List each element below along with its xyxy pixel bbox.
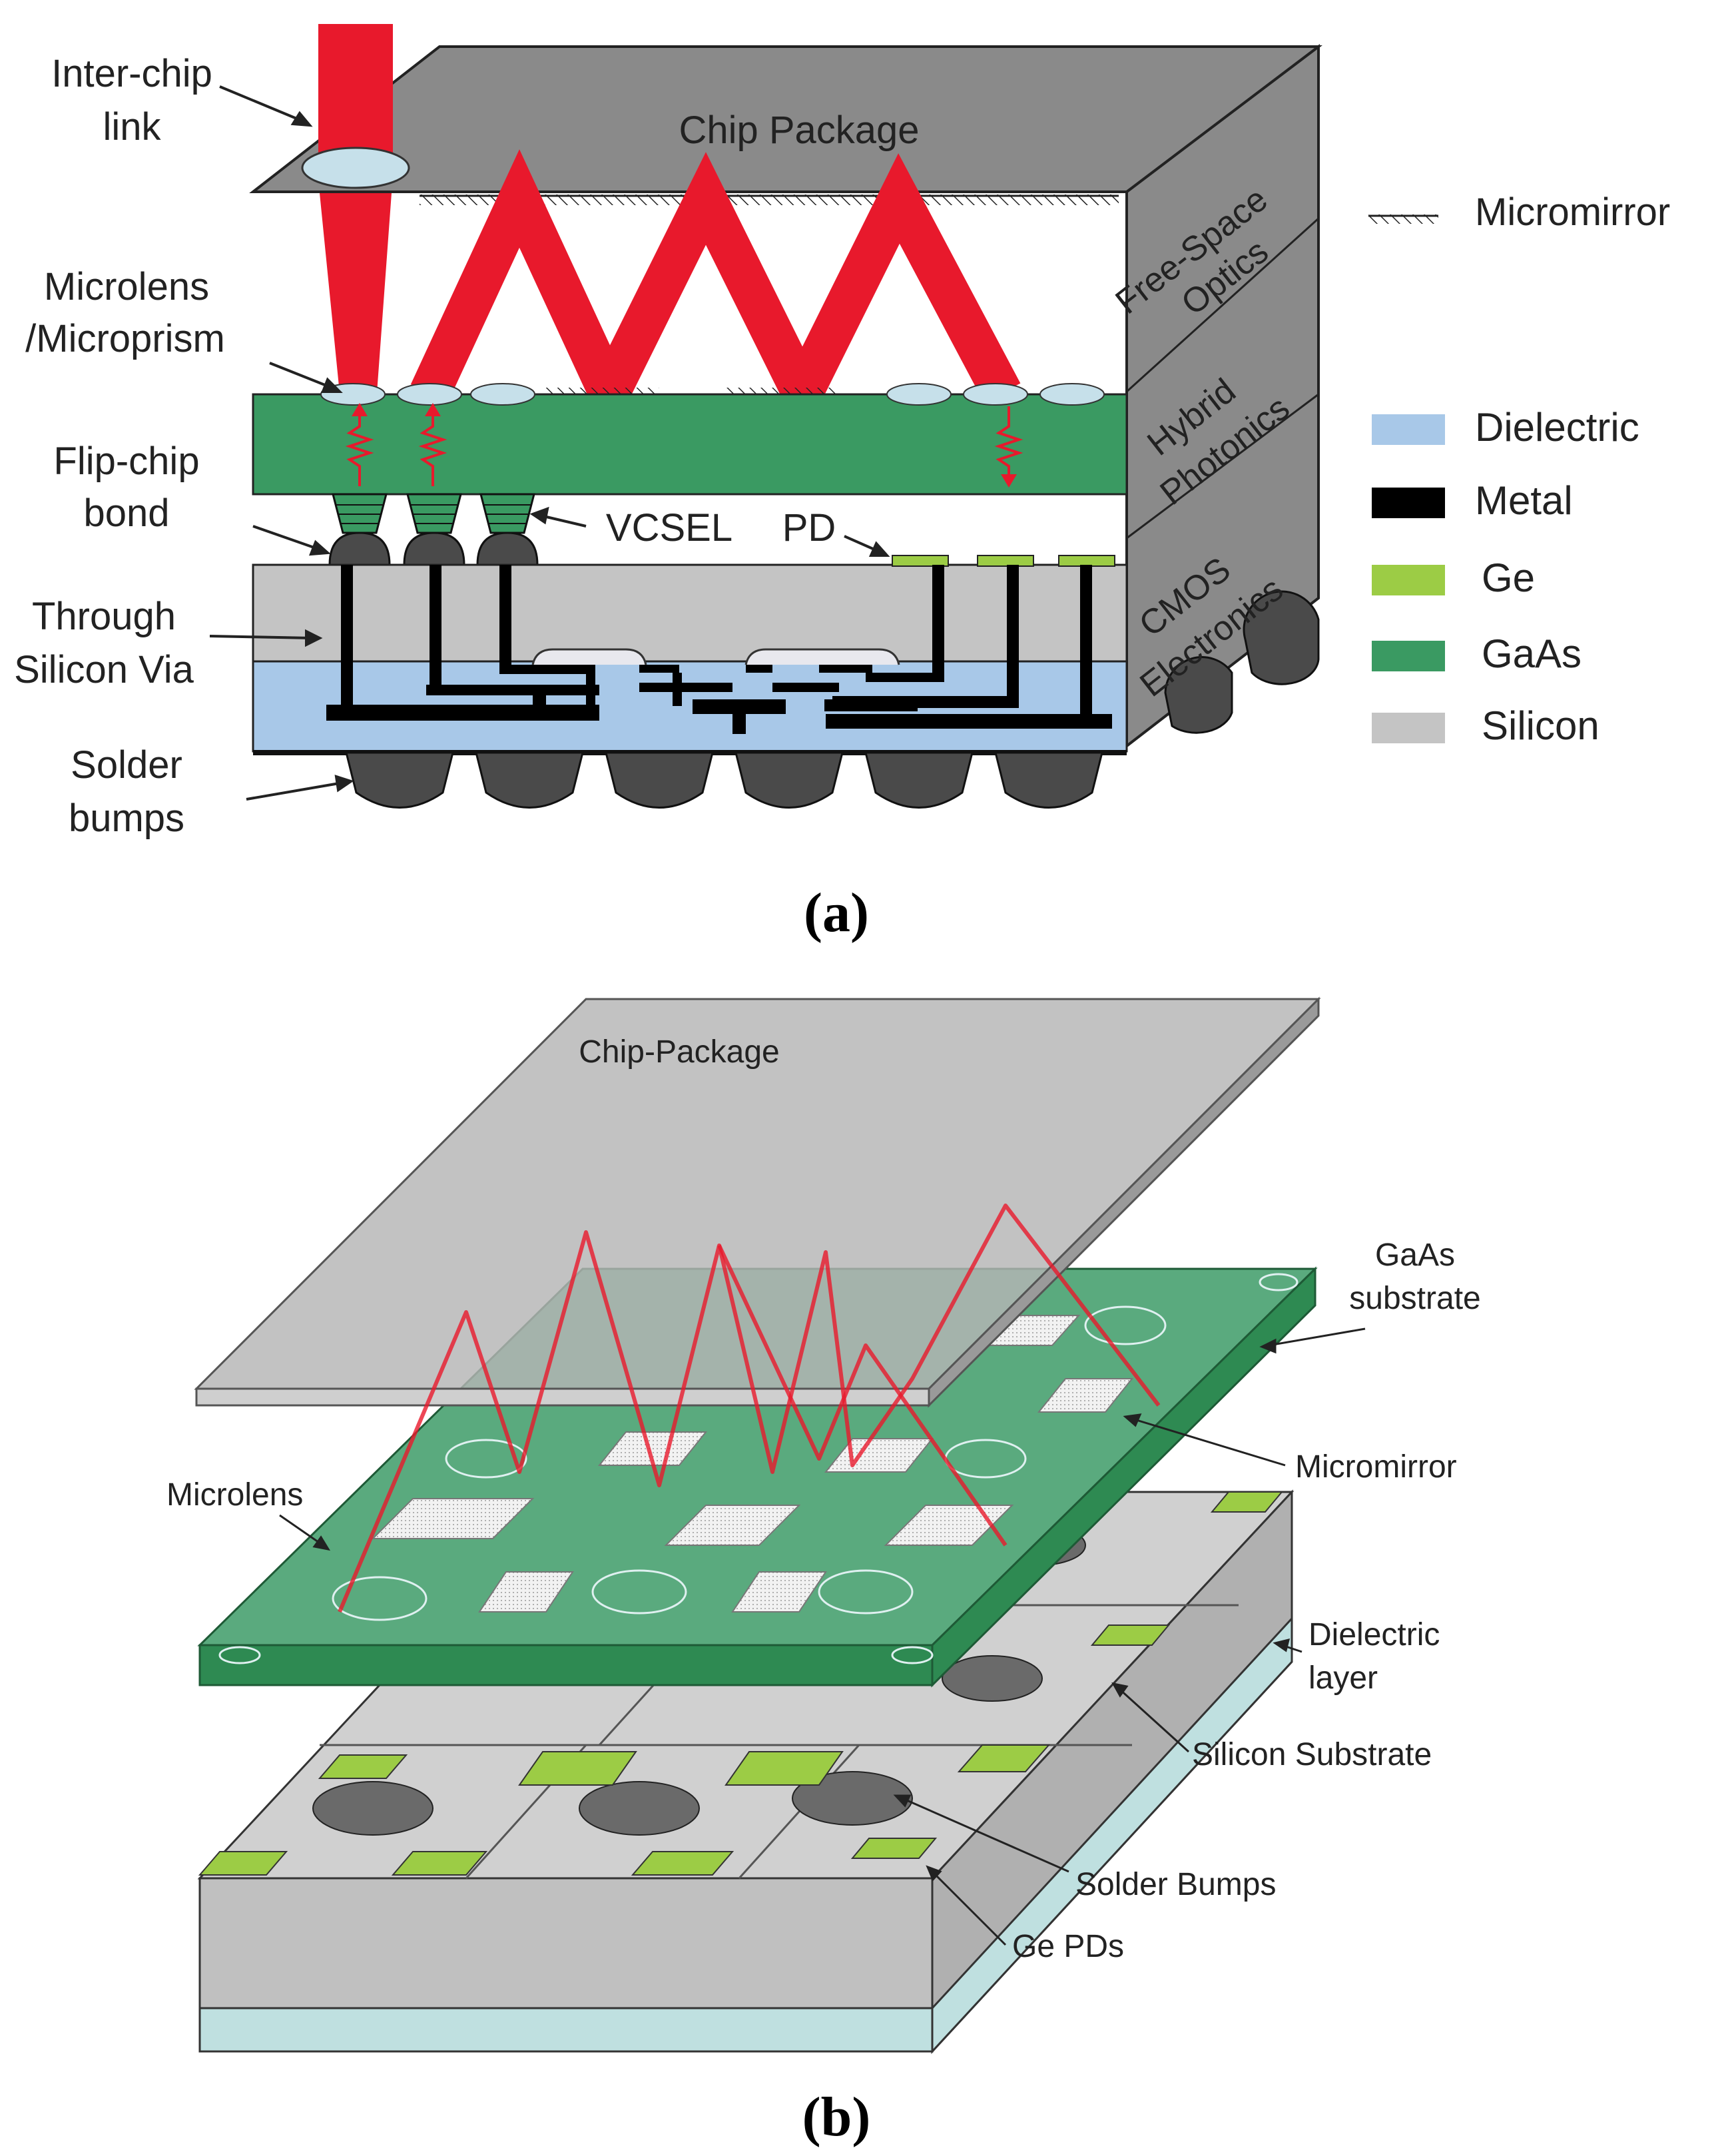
label-inter-chip-2: link — [103, 105, 161, 149]
bottom-micromirrors — [546, 388, 839, 394]
label-inter-chip-1: Inter-chip — [51, 52, 212, 95]
ge-pd-grids — [198, 1491, 1284, 1876]
label-dielectric-2: layer — [1308, 1660, 1378, 1696]
label-pd: PD — [782, 506, 836, 549]
silicon-layer — [252, 563, 1128, 663]
gaas-layer — [252, 393, 1128, 496]
top-micromirror — [420, 194, 1119, 205]
micromirror-key: Micromirror — [1368, 190, 1670, 234]
label-ge-pds: Ge PDs — [1012, 1929, 1124, 1964]
label-microlens-2: /Microprism — [25, 317, 225, 360]
legend-item: Silicon — [1372, 703, 1599, 748]
vcsel-array — [332, 493, 535, 534]
microlens-row — [320, 383, 1105, 406]
legend-label-ge: Ge — [1482, 555, 1535, 600]
label-tsv-2: Silicon Via — [14, 648, 194, 691]
leader-lines-b — [279, 1327, 1366, 1946]
legend-label-silicon: Silicon — [1482, 703, 1599, 748]
labels-b: GaAs substrate Micromirror Microlens Die… — [166, 1238, 1481, 1964]
gaas-substrate — [197, 1266, 1318, 1688]
chip-package-b-label: Chip-Package — [579, 1034, 780, 1070]
solder-bumps — [345, 751, 1103, 809]
panel-b-exploded-view: Chip-Package GaAs substrate Micromirror … — [166, 996, 1481, 2148]
caption-a: (a) — [804, 882, 869, 944]
pd-array — [892, 555, 1115, 567]
emission-arrows — [345, 403, 1023, 488]
inter-chip-beam — [318, 24, 393, 393]
optical-beams — [338, 1204, 1161, 1613]
label-tsv-1: Through — [32, 595, 176, 638]
label-gaas-1: GaAs — [1375, 1238, 1455, 1273]
package-lens — [301, 147, 410, 189]
micromirror-pads — [371, 1315, 1134, 1613]
legend-label-metal: Metal — [1475, 478, 1573, 523]
legend-item: Dielectric — [1372, 405, 1639, 450]
free-space-beam — [410, 149, 1021, 441]
chip-package-label: Chip Package — [679, 109, 919, 152]
caption-b: (b) — [802, 2086, 871, 2148]
legend-swatch-gaas — [1372, 641, 1445, 671]
legend-item: Ge — [1372, 555, 1535, 600]
chip-package-plate: Chip-Package — [194, 996, 1321, 1408]
legend-label-gaas: GaAs — [1482, 631, 1582, 676]
label-solder-2: bumps — [69, 797, 184, 840]
label-solder-bumps-b: Solder Bumps — [1075, 1867, 1276, 1902]
label-flipchip-1: Flip-chip — [53, 440, 199, 483]
flip-chip-bumps — [328, 532, 539, 566]
label-dielectric-1: Dielectric — [1308, 1617, 1440, 1652]
legend-swatch-silicon — [1372, 713, 1445, 743]
panel-a-cross-section: Chip Package — [14, 24, 1670, 944]
legend-swatch-metal — [1372, 488, 1445, 518]
label-gaas-2: substrate — [1349, 1281, 1480, 1316]
legend: Dielectric Metal Ge GaAs Silicon — [1372, 405, 1639, 748]
dielectric-bumps — [531, 648, 900, 665]
leader-lines — [209, 85, 890, 801]
legend-swatch-ge — [1372, 565, 1445, 595]
label-microlens-1: Microlens — [44, 265, 209, 308]
label-silicon-substrate: Silicon Substrate — [1192, 1737, 1432, 1772]
micromirror-key-label: Micromirror — [1475, 190, 1670, 234]
legend-label-dielectric: Dielectric — [1475, 405, 1639, 450]
legend-item: Metal — [1372, 478, 1573, 523]
label-flipchip-2: bond — [83, 492, 169, 535]
metal-interconnects — [326, 565, 1112, 734]
legend-swatch-dielectric — [1372, 414, 1445, 445]
legend-item: GaAs — [1372, 631, 1582, 676]
label-microlens-b: Microlens — [166, 1477, 303, 1513]
left-labels: Inter-chip link Microlens /Microprism Fl… — [14, 52, 836, 840]
label-micromirror-b: Micromirror — [1295, 1449, 1457, 1485]
label-solder-1: Solder — [71, 743, 182, 787]
side-face — [1125, 43, 1320, 749]
label-vcsel: VCSEL — [606, 506, 732, 549]
